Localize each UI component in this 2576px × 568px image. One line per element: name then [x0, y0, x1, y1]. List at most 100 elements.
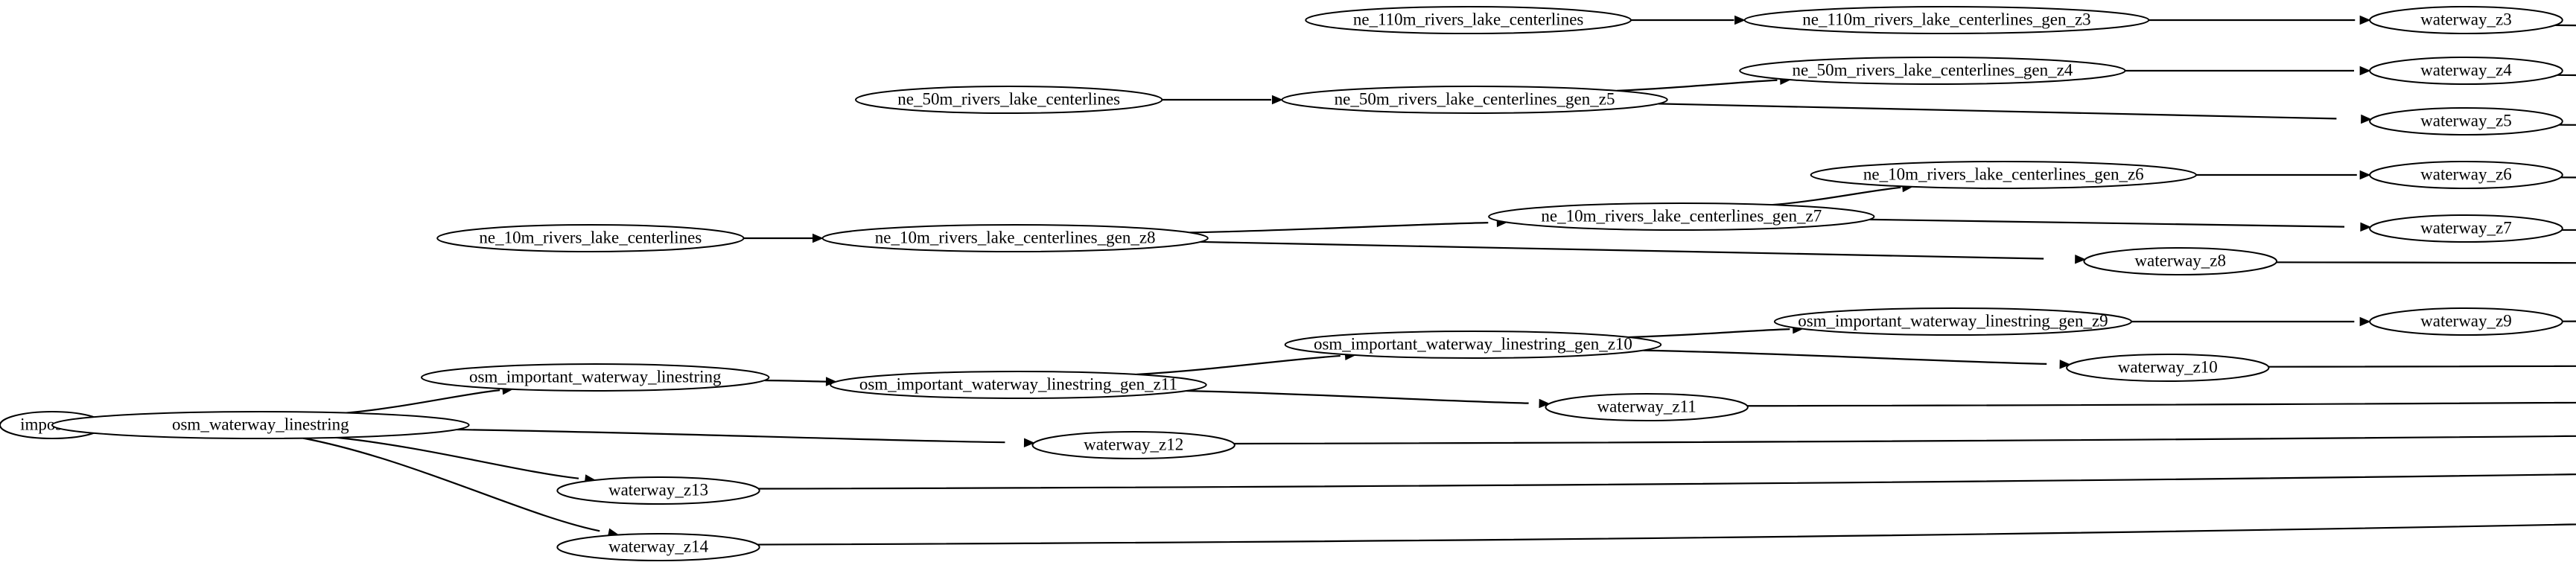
edge [1162, 95, 1283, 105]
edge-path [2276, 261, 2576, 264]
edge-path [336, 436, 579, 479]
edge-arrowhead [2359, 316, 2371, 327]
node-waterway_z3[interactable]: waterway_z3 [2369, 6, 2563, 34]
edge [758, 473, 2576, 490]
edge [457, 428, 1035, 447]
node-ellipse[interactable] [1281, 86, 1668, 114]
node-waterway_z4[interactable]: waterway_z4 [2369, 57, 2563, 85]
node-ellipse[interactable] [1743, 6, 2150, 34]
edge-arrowhead [2075, 255, 2086, 264]
edge [2557, 74, 2576, 77]
edge-path [1186, 389, 1529, 404]
edge [1617, 75, 1792, 92]
node-label: ne_50m_rivers_lake_centerlines_gen_z5 [1335, 89, 1615, 108]
edge-arrowhead [1539, 398, 1551, 409]
node-ellipse[interactable] [556, 533, 760, 561]
node-ellipse[interactable] [2369, 161, 2563, 189]
edge [1630, 15, 1746, 25]
edge-path [302, 437, 600, 532]
node-ne_10m_rivers_lake_centerlines_gen_z7[interactable]: ne_10m_rivers_lake_centerlines_gen_z7 [1488, 202, 1875, 231]
node-ne_10m_rivers_lake_centerlines_gen_z6[interactable]: ne_10m_rivers_lake_centerlines_gen_z6 [1810, 161, 2197, 189]
edge-arrowhead [2361, 114, 2372, 124]
edge-path [1136, 354, 1341, 376]
node-label: osm_important_waterway_linestring_gen_z1… [859, 374, 1177, 393]
edge [2562, 229, 2576, 232]
nodes-layer: imposm3osm_waterway_linestringosm_import… [0, 6, 2563, 561]
node-ellipse[interactable] [2369, 307, 2563, 336]
node-ne_10m_rivers_lake_centerlines_gen_z8[interactable]: ne_10m_rivers_lake_centerlines_gen_z8 [821, 224, 1209, 252]
node-waterway_z5[interactable]: waterway_z5 [2369, 107, 2563, 135]
node-label: waterway_z9 [2420, 311, 2512, 330]
node-ellipse[interactable] [2369, 57, 2563, 85]
node-label: ne_50m_rivers_lake_centerlines_gen_z4 [1792, 60, 2073, 79]
edge [2560, 176, 2576, 179]
edge-path [764, 379, 827, 383]
node-ellipse[interactable] [2369, 214, 2563, 243]
node-osm_important_waterway_linestring_gen_z11[interactable]: osm_important_waterway_linestring_gen_z1… [830, 371, 1207, 399]
edge [1643, 349, 2071, 369]
node-ellipse[interactable] [51, 411, 470, 439]
node-label: osm_waterway_linestring [172, 415, 349, 433]
node-waterway_z6[interactable]: waterway_z6 [2369, 161, 2563, 189]
node-ellipse[interactable] [855, 86, 1163, 114]
node-ellipse[interactable] [1545, 393, 1749, 421]
edge [2125, 66, 2371, 76]
node-waterway_z10[interactable]: waterway_z10 [2066, 354, 2270, 382]
edge [2131, 316, 2371, 327]
edge-path [2562, 320, 2576, 322]
node-ellipse[interactable] [830, 371, 1207, 399]
edge-path [2560, 176, 2576, 179]
node-ne_50m_rivers_lake_centerlines_gen_z5[interactable]: ne_50m_rivers_lake_centerlines_gen_z5 [1281, 86, 1668, 114]
node-ellipse[interactable] [1773, 307, 2132, 336]
edge-arrowhead [1023, 438, 1035, 447]
node-ellipse[interactable] [1488, 202, 1875, 231]
node-waterway_z9[interactable]: waterway_z9 [2369, 307, 2563, 336]
node-waterway_z8[interactable]: waterway_z8 [2083, 247, 2278, 275]
node-osm_important_waterway_linestring_gen_z10[interactable]: osm_important_waterway_linestring_gen_z1… [1284, 331, 1662, 359]
node-ellipse[interactable] [1031, 431, 1235, 459]
node-waterway_z7[interactable]: waterway_z7 [2369, 214, 2563, 243]
node-ne_110m_rivers_lake_centerlines[interactable]: ne_110m_rivers_lake_centerlines [1305, 6, 1632, 34]
edge [1658, 103, 2372, 124]
node-ne_110m_rivers_lake_centerlines_gen_z3[interactable]: ne_110m_rivers_lake_centerlines_gen_z3 [1743, 6, 2150, 34]
node-ne_50m_rivers_lake_centerlines_gen_z4[interactable]: ne_50m_rivers_lake_centerlines_gen_z4 [1739, 57, 2126, 85]
edge-path [2554, 24, 2576, 27]
edges-layer [48, 15, 2576, 546]
edge [1869, 218, 2372, 232]
node-label: waterway_z5 [2420, 111, 2512, 130]
edge [2195, 170, 2371, 180]
edge-arrowhead [1734, 15, 1746, 25]
node-ellipse[interactable] [1284, 331, 1662, 359]
node-osm_waterway_linestring[interactable]: osm_waterway_linestring [51, 411, 470, 439]
edge-arrowhead [2359, 15, 2371, 25]
edge [346, 385, 514, 414]
node-waterway_z11[interactable]: waterway_z11 [1545, 393, 1749, 421]
node-ellipse[interactable] [821, 224, 1209, 252]
node-ne_50m_rivers_lake_centerlines[interactable]: ne_50m_rivers_lake_centerlines [855, 86, 1163, 114]
node-label: waterway_z14 [608, 537, 709, 555]
node-ellipse[interactable] [2369, 107, 2563, 135]
node-ellipse[interactable] [556, 476, 760, 505]
node-osm_important_waterway_linestring[interactable]: osm_important_waterway_linestring [421, 363, 770, 392]
edge-arrowhead [2359, 66, 2371, 76]
node-ellipse[interactable] [1810, 161, 2197, 189]
edge [764, 377, 837, 386]
node-label: ne_10m_rivers_lake_centerlines [479, 228, 702, 246]
node-ellipse[interactable] [421, 363, 770, 392]
edge-path [1233, 435, 2576, 445]
node-waterway_z13[interactable]: waterway_z13 [556, 476, 760, 505]
node-ellipse[interactable] [2369, 6, 2563, 34]
node-waterway_z14[interactable]: waterway_z14 [556, 533, 760, 561]
node-label: ne_110m_rivers_lake_centerlines_gen_z3 [1802, 10, 2090, 28]
node-ellipse[interactable] [2083, 247, 2278, 275]
node-ellipse[interactable] [436, 224, 745, 252]
node-ellipse[interactable] [2066, 354, 2270, 382]
edge [2268, 365, 2576, 368]
edge [2554, 24, 2576, 27]
node-ellipse[interactable] [1305, 6, 1632, 34]
node-ellipse[interactable] [1739, 57, 2126, 85]
node-waterway_z12[interactable]: waterway_z12 [1031, 431, 1235, 459]
node-osm_important_waterway_linestring_gen_z9[interactable]: osm_important_waterway_linestring_gen_z9 [1773, 307, 2132, 336]
node-ne_10m_rivers_lake_centerlines[interactable]: ne_10m_rivers_lake_centerlines [436, 224, 745, 252]
